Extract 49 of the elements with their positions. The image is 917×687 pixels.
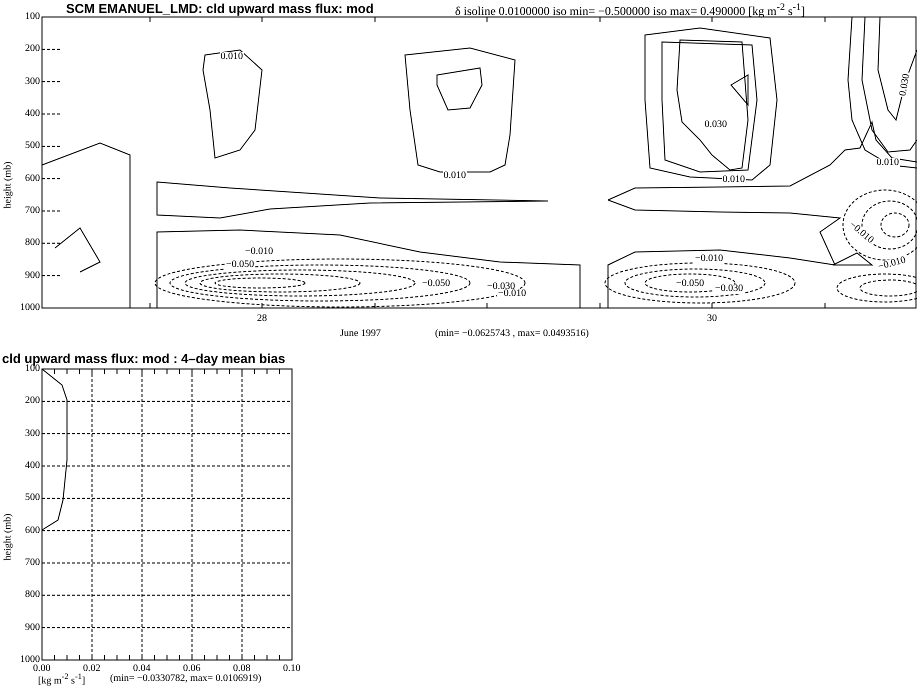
tick-label: 100 (25, 12, 40, 22)
stats-note: (min= −0.0330782, max= 0.0106919) (110, 674, 262, 684)
tick-label: 200 (25, 396, 40, 406)
contour-label: 0.010 (722, 175, 746, 185)
chart-title: cld upward mass flux: mod : 4–day mean bias (2, 352, 286, 365)
tick-label: 900 (25, 622, 40, 633)
stats-note: (min= −0.0625743 , max= 0.0493516) (435, 329, 589, 339)
tick-label: 300 (25, 76, 40, 87)
tick-label: 0.02 (83, 664, 100, 674)
contour-label: −0.050 (421, 279, 452, 289)
contour-label: −0.010 (244, 247, 274, 257)
tick-label: 1000 (20, 654, 40, 665)
tick-label: 800 (25, 590, 40, 600)
tick-label: 0.08 (233, 664, 250, 674)
contour-label: −0.030 (714, 284, 744, 294)
contour-label: 0.010 (220, 52, 244, 62)
tick-label: 0.06 (183, 664, 200, 674)
contour-label: −0.050 (225, 260, 256, 270)
tick-label: 900 (25, 270, 40, 281)
tick-label: 700 (25, 206, 40, 216)
contour-label: 0.010 (442, 171, 467, 181)
tick-label: 500 (25, 493, 40, 504)
contour-label: −0.010 (694, 254, 724, 264)
tick-label: 200 (25, 44, 40, 54)
tick-label: 500 (25, 141, 40, 152)
tick-label: 400 (25, 460, 40, 471)
chart-title: SCM EMANUEL_LMD: cld upward mass flux: mod (66, 2, 374, 15)
tick-label: 0.00 (33, 664, 50, 674)
tick-label: 28 (257, 314, 267, 324)
tick-label: 600 (25, 174, 40, 184)
tick-label: 1000 (20, 302, 40, 313)
axis-title: height (mb) (2, 514, 13, 560)
contour-label: −0.010 (497, 289, 528, 299)
unit-label: [kg m$^{-2}$ s$^{-1}$] (38, 673, 86, 686)
tick-label: 600 (25, 526, 40, 536)
contour-label: −0.050 (675, 279, 706, 289)
contour-label: 0.030 (898, 72, 912, 98)
axis-title: height (mb) (2, 162, 13, 208)
tick-label: 400 (25, 108, 40, 119)
tick-label: 300 (25, 428, 40, 439)
contour-label: 0.010 (876, 158, 900, 168)
tick-label: 100 (25, 364, 40, 374)
tick-label: 800 (25, 238, 40, 248)
tick-label: 0.04 (133, 664, 150, 674)
contour-label: 0.030 (704, 120, 728, 130)
tick-label: 30 (707, 314, 717, 324)
axis-title: June 1997 (340, 329, 381, 339)
tick-label: 700 (25, 558, 40, 568)
tick-label: 0.10 (283, 664, 300, 674)
